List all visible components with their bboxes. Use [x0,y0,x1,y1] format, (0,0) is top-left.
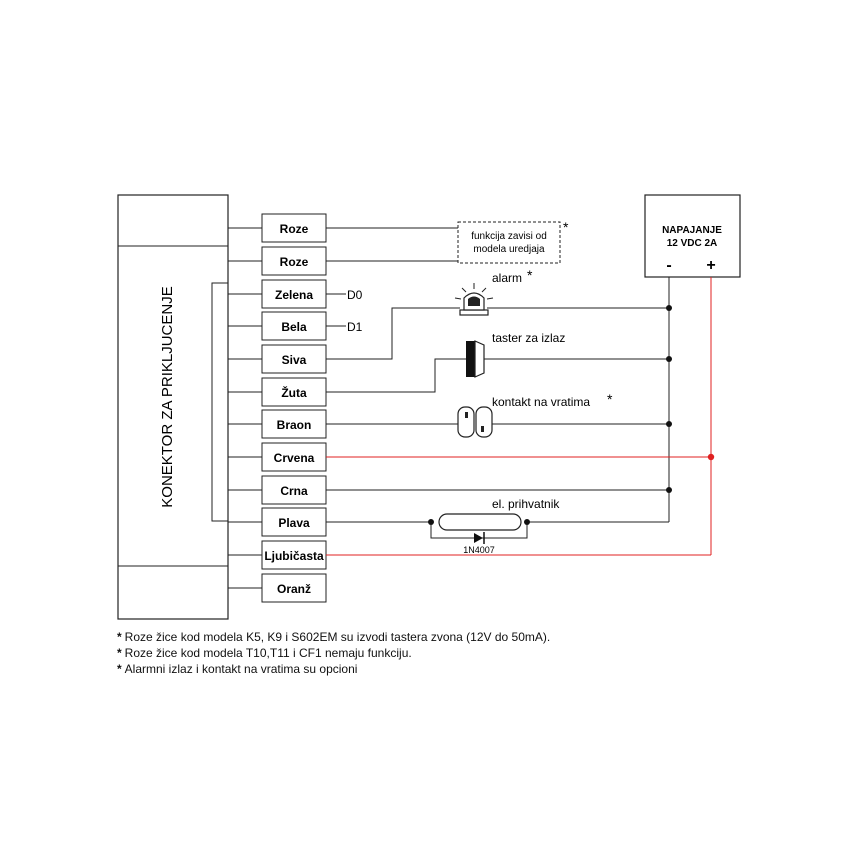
power-title: NAPAJANJE [662,225,722,236]
door-contact-label: kontakt na vratima [492,395,590,409]
wire-label: Crvena [274,451,315,465]
power-spec: 12 VDC 2A [667,238,718,249]
signal-d1: D1 [347,320,363,334]
wire-label: Žuta [281,385,307,400]
lock-icon [438,513,522,531]
connector-title: KONEKTOR ZA PRIKLJUCENJE [159,286,176,507]
wire-label: Plava [278,516,310,530]
wire-box-braon [261,409,327,439]
lock-label: el. prihvatnik [492,497,560,511]
function-box [457,221,561,264]
footnote: *Roze žice kod modela T10,T11 i CF1 nema… [117,646,412,660]
wire-labels: Roze Roze Zelena Bela Siva Žuta Braon Cr… [261,213,327,603]
wire-label: Braon [277,418,312,432]
wire-box-crna [261,475,327,505]
diode-icon [474,532,485,544]
footnote: *Roze žice kod modela K5, K9 i S602EM su… [117,630,551,644]
footnotes: *Roze žice kod modela K5, K9 i S602EM su… [117,629,550,677]
junction-nodes [428,305,715,525]
wire-box-zuta [261,377,327,407]
wire-label: Siva [282,353,307,367]
connector-stubs [228,227,262,589]
wire-box-ljubicasta [261,540,327,570]
power-minus: - [666,257,671,274]
wire-label: Bela [281,320,307,334]
wire-label: Zelena [275,288,313,302]
door-contact-icon [457,406,493,438]
power-supply-box [644,194,741,278]
alarm-star: * [527,267,533,283]
wire-label: Roze [280,255,309,269]
exit-button-label: taster za izlaz [492,331,565,345]
wire-box-oranz [261,573,327,603]
wire-box-plava [261,507,327,537]
exit-button-icon [466,340,485,378]
alarm-label: alarm [492,271,522,285]
signal-d0: D0 [347,288,363,302]
wire-box-siva [261,344,327,374]
door-contact-star: * [607,391,613,407]
wire-label: Roze [280,222,309,236]
function-box-line1: funkcija zavisi od [471,231,547,242]
diode-label: 1N4007 [463,545,495,555]
function-box-line2: modela uredjaja [473,244,545,255]
footnote: *Alarmni izlaz i kontakt na vratima su o… [117,662,358,676]
function-box-star: * [563,219,569,235]
wire-label: Crna [280,484,308,498]
connector-body [117,194,229,620]
power-plus: + [706,257,715,274]
wire-label: Oranž [277,582,311,596]
alarm-icon [454,283,494,316]
wire-label: Ljubičasta [264,549,324,563]
